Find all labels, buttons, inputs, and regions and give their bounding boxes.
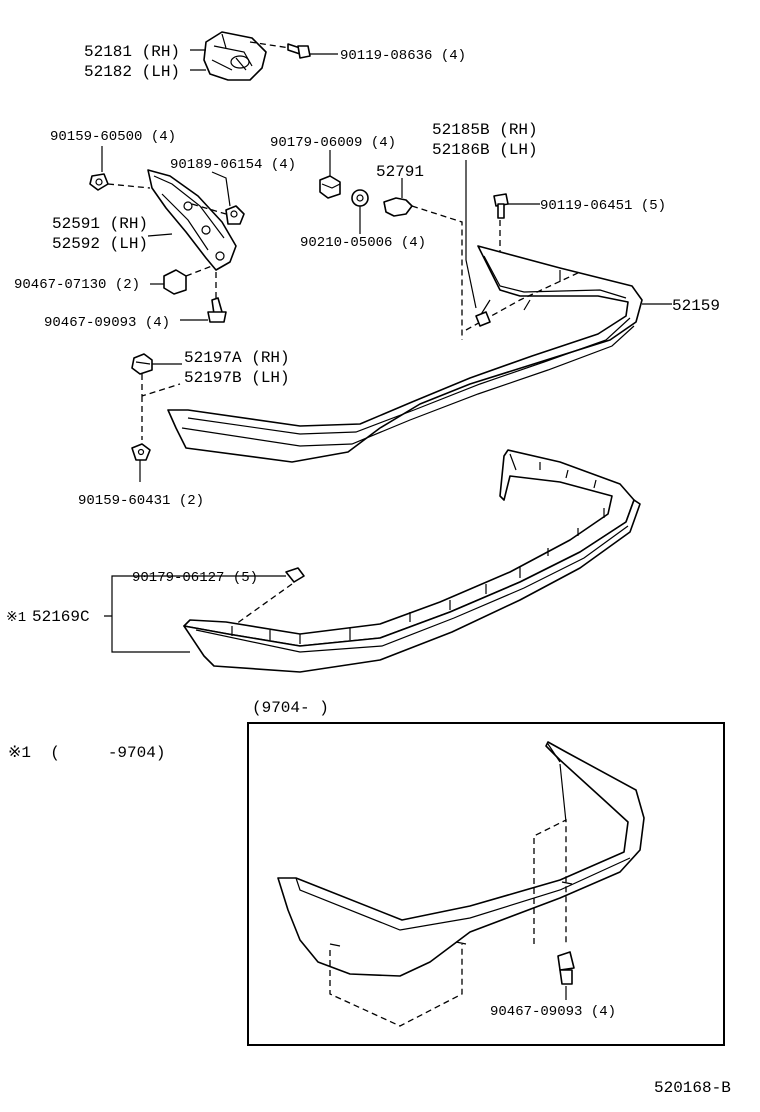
label-52791: 52791 [376, 163, 424, 181]
clip-90467-07130 [163, 269, 187, 295]
label-90159-60500: 90159-60500 (4) [50, 129, 176, 145]
side-bracket-52591 [147, 169, 237, 271]
label-52181: 52181 (RH) [84, 43, 180, 61]
label-52186B: 52186B (LH) [432, 141, 538, 159]
bumper-cover-inset [277, 741, 645, 977]
bolt-90159-60431 [131, 443, 151, 461]
nut-90189-06154 [225, 205, 245, 225]
bumper-bracket-52181 [203, 31, 267, 81]
label-90210-05006: 90210-05006 (4) [300, 235, 426, 251]
inset-period-label: (9704- ) [252, 699, 329, 717]
label-52159: 52159 [672, 297, 720, 315]
label-note-mark: ※1 [6, 610, 26, 626]
label-90159-60431: 90159-60431 (2) [78, 493, 204, 509]
diagram-code: 520168-B [654, 1079, 731, 1097]
bumper-cover-52169C [183, 449, 641, 673]
nut-90179-06009 [319, 175, 341, 199]
stopper-52791 [383, 197, 413, 217]
label-90179-06127: 90179-06127 (5) [132, 570, 258, 586]
screw-90119-06451 [493, 193, 509, 219]
label-90189-06154: 90189-06154 (4) [170, 157, 296, 173]
label-52592: 52592 (LH) [52, 235, 148, 253]
bumper-reinforcement-52159 [167, 245, 643, 463]
label-52591: 52591 (RH) [52, 215, 148, 233]
bolt-90119-08636 [287, 43, 311, 59]
inset-frame [247, 722, 725, 1046]
clip-90467-09093-inset [557, 951, 575, 985]
label-52182: 52182 (LH) [84, 63, 180, 81]
label-90119-08636: 90119-08636 (4) [340, 48, 466, 64]
clip-90467-09093-top [207, 297, 227, 323]
label-52197A: 52197A (RH) [184, 349, 290, 367]
retainer-52197A [131, 353, 153, 375]
label-52169C: 52169C [32, 608, 90, 626]
clip-90179-06127 [285, 567, 305, 583]
label-52185B: 52185B (RH) [432, 121, 538, 139]
label-90467-09093-inset: 90467-09093 (4) [490, 1004, 616, 1020]
note-1-label: ※1 ( -9704) [8, 744, 165, 762]
bolt-90159-60500 [89, 173, 109, 191]
label-90119-06451: 90119-06451 (5) [540, 198, 666, 214]
label-90179-06009: 90179-06009 (4) [270, 135, 396, 151]
washer-90210-05006 [351, 189, 369, 207]
label-52197B: 52197B (LH) [184, 369, 290, 387]
label-90467-07130: 90467-07130 (2) [14, 277, 140, 293]
label-90467-09093-top: 90467-09093 (4) [44, 315, 170, 331]
